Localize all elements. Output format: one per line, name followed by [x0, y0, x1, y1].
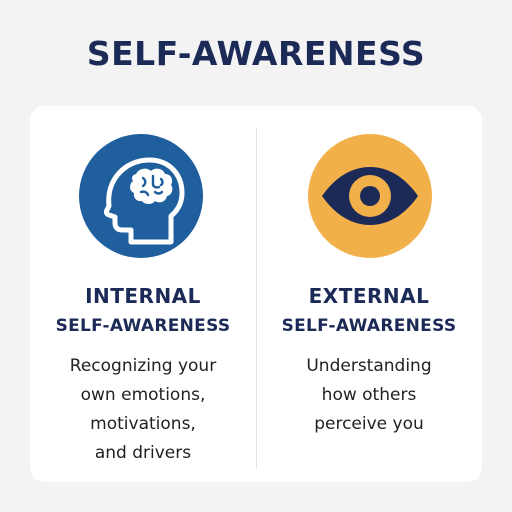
eye-icon — [308, 134, 432, 258]
brain-head-icon — [79, 134, 203, 258]
column-divider — [256, 128, 257, 468]
internal-description-line: Recognizing your — [69, 356, 217, 376]
internal-description-line: own emotions, — [80, 385, 206, 405]
external-description-line: how others — [321, 385, 417, 405]
external-description-line: perceive you — [314, 414, 424, 434]
external-description-line: Understanding — [306, 356, 432, 376]
external-heading: EXTERNAL — [308, 284, 430, 308]
internal-heading: INTERNAL — [85, 284, 201, 308]
internal-description-line: motivations, — [90, 414, 196, 434]
page-title: SELF-AWARENESS — [86, 34, 426, 73]
external-subheading: SELF-AWARENESS — [281, 316, 457, 336]
internal-description-line: and drivers — [94, 443, 192, 463]
external-description: Understanding how others perceive you — [256, 352, 482, 439]
internal-subheading: SELF-AWARENESS — [55, 316, 231, 336]
internal-description: Recognizing your own emotions, motivatio… — [30, 352, 256, 468]
